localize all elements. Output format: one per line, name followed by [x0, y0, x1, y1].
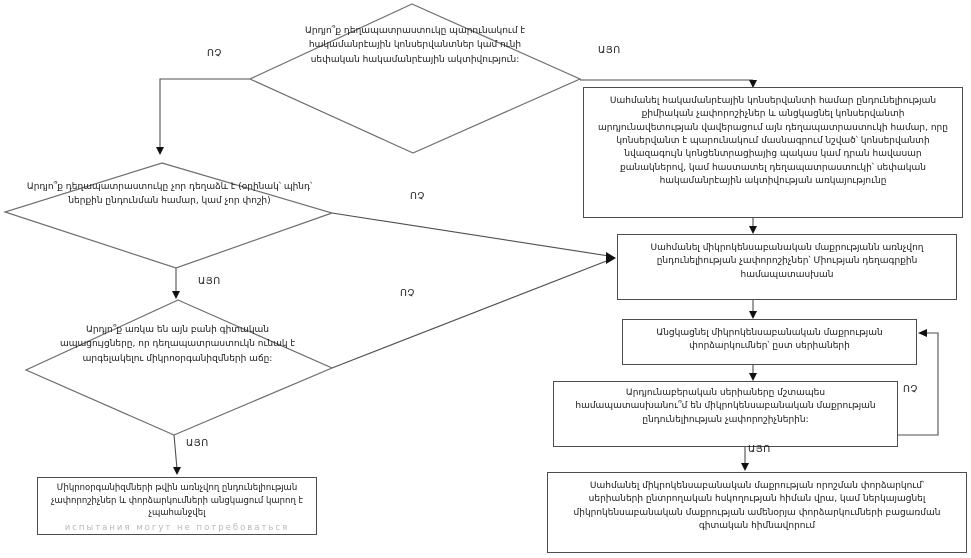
edge-label-no-4: ՈՉ — [903, 384, 918, 395]
process-text: Սահմանել միկրոկենսաբանական մաքրությանն ա… — [650, 243, 924, 280]
decision-diamond-3 — [24, 299, 334, 436]
process-text: Միկրոօրգանիզմների թվին առնչվող ընդունելի… — [51, 483, 303, 519]
arrow-down-icon — [749, 226, 757, 234]
connector-line — [331, 212, 610, 257]
edge-label-no-2: ՈՉ — [410, 191, 425, 202]
arrow-down-icon — [156, 147, 164, 155]
arrow-down-icon — [173, 467, 181, 475]
faded-russian-note: испытания могут не потребоваться — [64, 522, 290, 533]
decision-batches-conform: Արդյունաբերական սերիաները մշտապես համապա… — [553, 381, 898, 447]
process-selective-control-or-justification: Սահմանել միկրոկենսաբանական մաքրության որ… — [547, 472, 967, 553]
connector-line — [159, 78, 250, 148]
decision-has-preservative-text: Արդյո՞ք դեղապատրաստուկը պարունակում է հա… — [304, 26, 526, 65]
edge-label-yes-1: ԱՅՈ — [598, 45, 621, 56]
edge-label-yes-3: ԱՅՈ — [186, 438, 209, 449]
process-text: Անցկացնել միկրոկենսաբանական մաքրության փ… — [656, 328, 883, 352]
process-text: Սահմանել հակամանրէային կոնսերվանտի համար… — [598, 96, 948, 186]
process-set-micro-purity-criteria: Սահմանել միկրոկենսաբանական մաքրությանն ա… — [617, 234, 957, 300]
decision-dry-dosage-form-text: Արդյո՞ք դեղապատրաստուկը չոր դեղաձև է (օր… — [26, 182, 313, 207]
decision-text: Արդյունաբերական սերիաները մշտապես համապա… — [575, 388, 876, 425]
edge-label-no-1: ՈՉ — [207, 48, 222, 59]
edge-label-no-3: ՈՉ — [400, 288, 415, 299]
arrow-down-icon — [749, 373, 757, 381]
decision-diamond-2 — [3, 162, 334, 269]
edge-label-yes-2: ԱՅՈ — [198, 276, 221, 287]
connector-line — [898, 332, 939, 436]
connector-line — [331, 259, 610, 369]
decision-diamond-1 — [248, 3, 582, 154]
decision-scientific-evidence-text: Արդյո՞ք առկա են այն բանի գիտական ապացույ… — [59, 325, 296, 364]
arrow-down-icon — [749, 311, 757, 319]
arrow-down-icon — [749, 80, 757, 88]
process-tests-may-not-be-required: Միկրոօրգանիզմների թվին առնչվող ընդունելի… — [37, 477, 317, 535]
arrow-down-icon — [172, 291, 180, 299]
process-text: Սահմանել միկրոկենսաբանական մաքրության որ… — [573, 481, 941, 531]
arrow-left-icon — [918, 329, 927, 337]
arrow-right-icon — [606, 252, 616, 264]
process-batch-purity-testing: Անցկացնել միկրոկենսաբանական մաքրության փ… — [622, 319, 917, 365]
arrow-down-icon — [741, 463, 749, 471]
edge-label-yes-4: ԱՅՈ — [748, 444, 771, 455]
connector-line — [173, 434, 178, 470]
process-set-preservative-criteria: Սահմանել հակամանրէային կոնսերվանտի համար… — [583, 87, 963, 218]
